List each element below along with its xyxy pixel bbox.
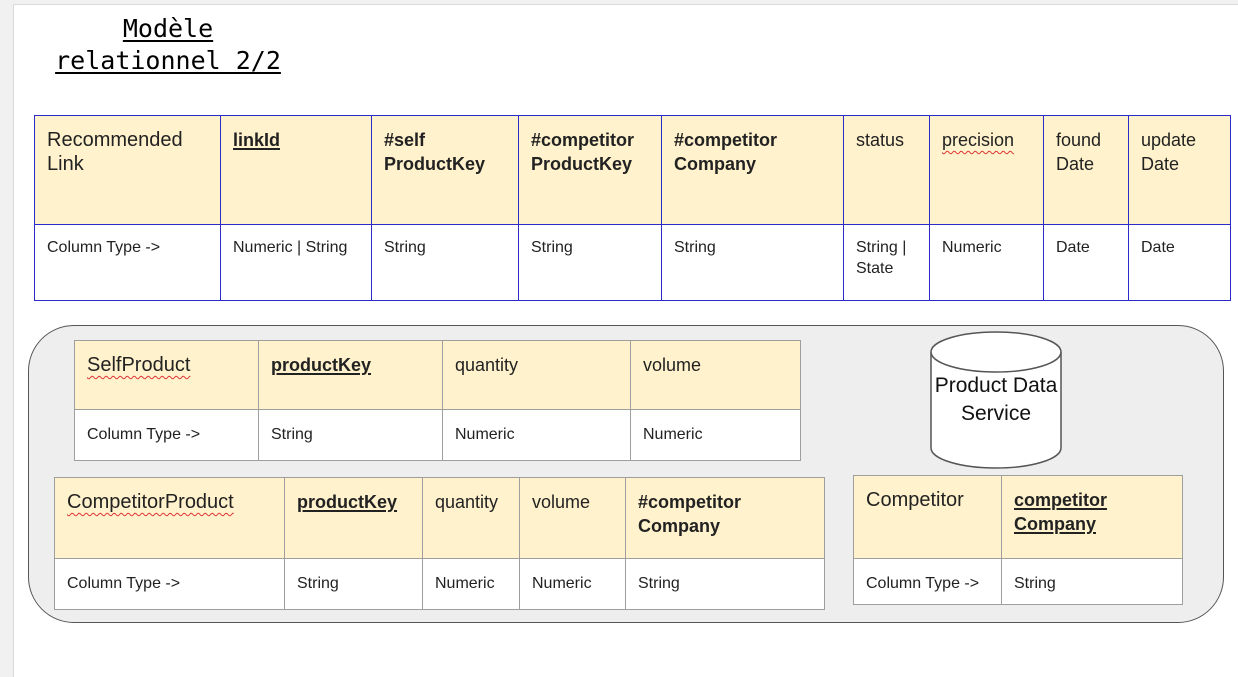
column-header-cell: quantity [442,340,631,410]
title-line-2: relationnel 2/2 [55,46,281,75]
database-cylinder: Product Data Service [929,330,1063,472]
type-cell: String [371,224,519,301]
primary-key-cell: productKey [258,340,443,410]
primary-key-cell: linkId [220,115,372,225]
table-name-cell: SelfProduct [74,340,259,410]
competitor-product-table: CompetitorProduct productKey quantity vo… [54,477,825,610]
type-cell: String [661,224,844,301]
type-cell: Numeric [929,224,1044,301]
column-header-cell: volume [630,340,801,410]
table-name-cell: Recommended Link [34,115,221,225]
title-line-1: Modèle [122,14,214,43]
foreign-key-cell: #competitor Company [625,477,825,559]
type-cell: Numeric [442,409,631,461]
competitor-table: Competitor competitor Company Column Typ… [853,475,1183,605]
foreign-key-cell: #competitor ProductKey [518,115,662,225]
database-icon [930,331,1062,469]
type-cell: String [1001,558,1183,605]
self-product-table: SelfProduct productKey quantity volume C… [74,340,801,461]
recommended-link-table: Recommended Link linkId #self ProductKey… [34,115,1231,301]
table-name-cell: Competitor [853,475,1002,559]
type-cell: String [518,224,662,301]
header-row: SelfProduct productKey quantity volume [74,340,801,410]
type-row: Column Type -> Numeric | String String S… [34,224,1231,301]
header-row: CompetitorProduct productKey quantity vo… [54,477,825,559]
type-row: Column Type -> String Numeric Numeric [74,409,801,461]
type-cell: Date [1128,224,1231,301]
type-label-cell: Column Type -> [853,558,1002,605]
document-page: Modèle relationnel 2/2 Recommended Link … [13,4,1238,677]
type-label-cell: Column Type -> [34,224,221,301]
type-cell: String [258,409,443,461]
type-label-cell: Column Type -> [54,558,285,610]
type-cell: Numeric [630,409,801,461]
column-header-cell: status [843,115,930,225]
type-cell: String | State [843,224,930,301]
foreign-key-cell: #competitor Company [661,115,844,225]
database-label: Product Data Service [934,374,1058,425]
type-row: Column Type -> String Numeric Numeric St… [54,558,825,610]
type-label-cell: Column Type -> [74,409,259,461]
primary-key-cell: competitor Company [1001,475,1183,559]
column-header-cell: update Date [1128,115,1231,225]
table-name-cell: CompetitorProduct [54,477,285,559]
primary-key-cell: productKey [284,477,423,559]
type-row: Column Type -> String [853,558,1183,605]
type-cell: String [284,558,423,610]
type-cell: String [625,558,825,610]
page-title: Modèle relationnel 2/2 [38,13,298,77]
foreign-key-cell: #self ProductKey [371,115,519,225]
type-cell: Numeric | String [220,224,372,301]
column-header-cell: quantity [422,477,520,559]
type-cell: Numeric [422,558,520,610]
type-cell: Date [1043,224,1129,301]
header-row: Recommended Link linkId #self ProductKey… [34,115,1231,225]
column-header-cell: found Date [1043,115,1129,225]
type-cell: Numeric [519,558,626,610]
column-header-cell: volume [519,477,626,559]
column-header-cell: precision [929,115,1044,225]
header-row: Competitor competitor Company [853,475,1183,559]
